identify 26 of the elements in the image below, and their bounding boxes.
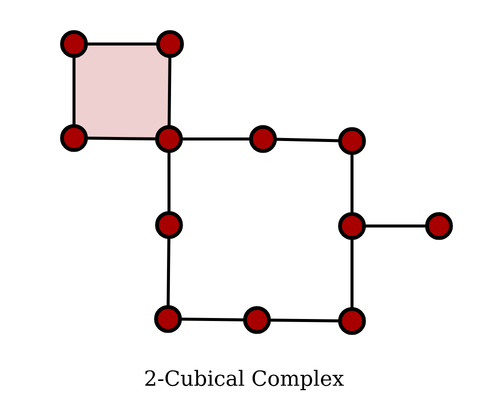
vertex-dot bbox=[156, 30, 184, 58]
edge-line bbox=[274, 138, 340, 142]
edge-line bbox=[268, 318, 340, 322]
caption: 2-Cubical Complex bbox=[145, 370, 344, 390]
vertex-dot bbox=[249, 125, 277, 153]
vertex-dot bbox=[243, 306, 271, 334]
edge-line bbox=[168, 151, 170, 213]
vertex-dot bbox=[60, 30, 88, 58]
vertex-dot bbox=[155, 211, 183, 239]
edge-line bbox=[364, 224, 427, 228]
edge-line bbox=[168, 56, 172, 128]
edge-line bbox=[86, 42, 158, 46]
vertex-dot bbox=[338, 307, 366, 335]
vertex-dot bbox=[154, 305, 182, 333]
vertex-dot bbox=[425, 212, 453, 240]
edge-line bbox=[181, 138, 251, 140]
edge-line bbox=[350, 153, 354, 214]
vertex-dot bbox=[155, 125, 183, 153]
edge-line bbox=[166, 236, 170, 308]
vertex-dot bbox=[60, 124, 88, 152]
vertex-dot bbox=[338, 127, 366, 155]
edge-line bbox=[72, 56, 76, 126]
edge-line bbox=[180, 318, 246, 322]
edge-line bbox=[86, 136, 158, 140]
vertex-dot bbox=[338, 212, 366, 240]
edge-line bbox=[350, 238, 354, 309]
